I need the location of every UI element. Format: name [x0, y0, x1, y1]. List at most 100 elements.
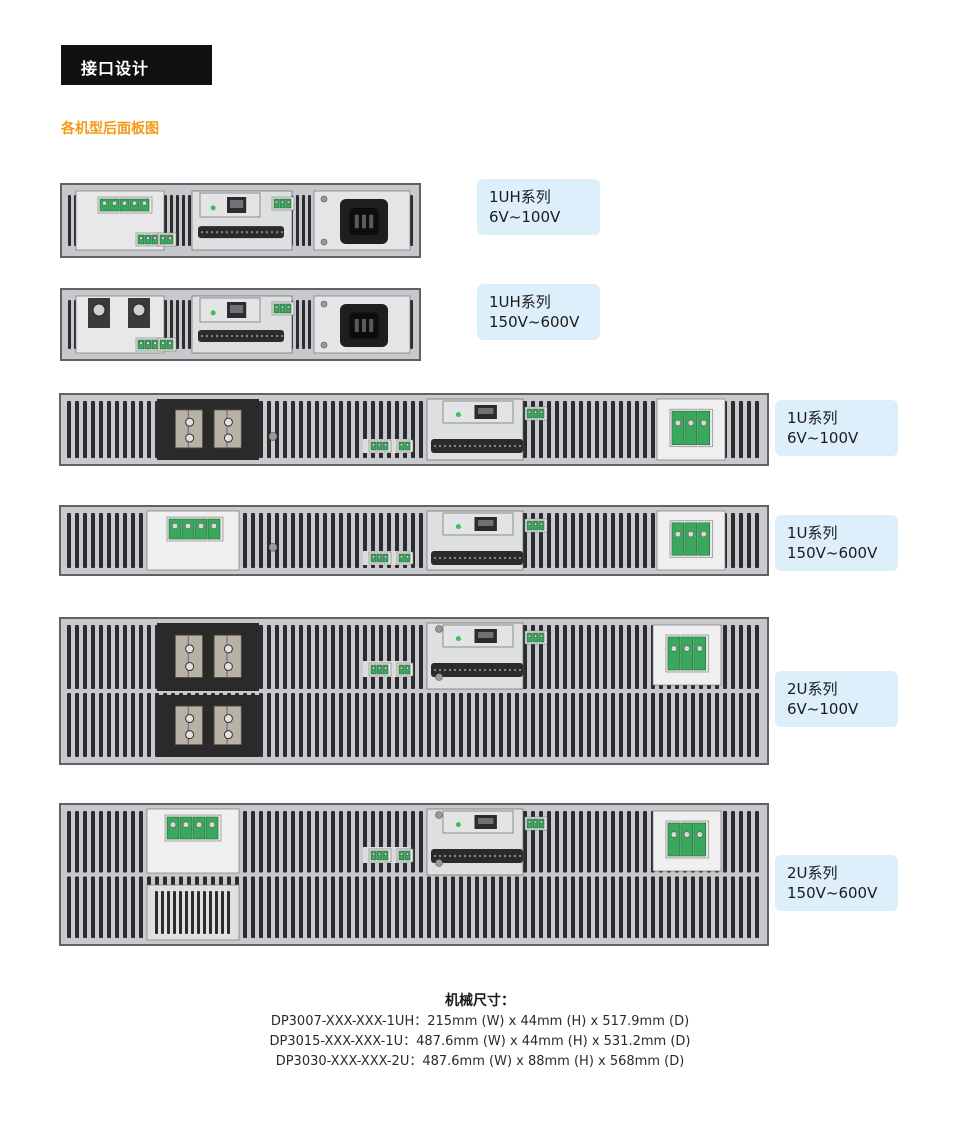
bolt-icon [185, 662, 195, 672]
vent-slot [563, 625, 567, 689]
terminal-block [684, 522, 698, 556]
connector-pin [449, 445, 451, 447]
vent-slot [595, 625, 599, 689]
busbar [213, 409, 229, 449]
vent-slot [139, 811, 143, 873]
vent-slot [355, 693, 359, 757]
vent-slot [579, 876, 583, 938]
terminal-screw [674, 419, 682, 427]
terminal-screw [405, 666, 410, 670]
vent-slot [91, 513, 95, 568]
terminal-screw [683, 831, 690, 838]
vent-slot [215, 891, 218, 934]
vent-slot [107, 811, 111, 873]
vent-slot [483, 876, 487, 938]
inlet-pin [354, 319, 359, 332]
terminal-screw [182, 821, 190, 828]
connector-pin [484, 445, 486, 447]
vent-slot [131, 513, 135, 568]
vent-slot [579, 401, 583, 458]
vent-slot [83, 693, 87, 757]
terminal-screw [533, 820, 538, 824]
vent-slot [291, 693, 295, 757]
inlet-pin [354, 214, 359, 229]
vent-slot [283, 625, 287, 689]
vent-slot [91, 625, 95, 689]
terminal-screw [142, 200, 147, 206]
terminal-block [693, 636, 707, 671]
vent-slot [411, 876, 415, 938]
terminal-screw [274, 200, 279, 204]
vent-slot [715, 693, 719, 757]
vent-slot [308, 300, 311, 349]
vent-slot [683, 693, 687, 757]
vent-slot [283, 693, 287, 757]
screw-icon [268, 542, 278, 552]
vent-slot [302, 300, 305, 349]
vent-slot [243, 811, 247, 873]
ethernet-jack [230, 305, 244, 313]
terminal-block [667, 822, 681, 857]
terminal-screw [687, 419, 694, 427]
vent-slot [755, 625, 759, 689]
connector-pin [454, 557, 456, 559]
vent-slot [355, 401, 359, 458]
connector-pin [266, 231, 268, 234]
vent-slot [176, 195, 179, 246]
bolt-icon [185, 730, 195, 740]
vent-slot [459, 876, 463, 938]
terminal-screw [280, 200, 285, 204]
rear-panel-image [61, 619, 767, 763]
vent-slot [75, 625, 79, 689]
vent-slot [419, 513, 423, 568]
vent-slot [707, 693, 711, 757]
vent-slot [347, 693, 351, 757]
series-label-1u: 1U系列 6V~100V [775, 400, 898, 456]
vent-slot [259, 811, 263, 873]
vent-slot [115, 811, 119, 873]
vent-slot [467, 693, 471, 757]
vent-slot [99, 693, 103, 757]
terminal-screw [399, 852, 404, 856]
bolt-icon [185, 644, 195, 654]
terminal-screw [696, 831, 703, 838]
connector-pin [231, 335, 233, 338]
vent-slot [107, 876, 111, 938]
connector-pin [444, 445, 446, 447]
connector-pin [266, 335, 268, 338]
vent-slot [595, 876, 599, 938]
vent-slot [355, 625, 359, 689]
vent-slot [459, 693, 463, 757]
terminal-screw [405, 555, 410, 559]
connector-pin [256, 335, 258, 338]
terminal-screw [670, 645, 678, 652]
terminal-screw [377, 852, 382, 856]
connector-pin [459, 855, 461, 857]
dc-output-cover [157, 623, 259, 691]
vent-slot [627, 513, 631, 568]
vent-slot [747, 401, 751, 458]
vent-slot [139, 513, 143, 568]
terminal-screw [383, 443, 388, 447]
vent-slot [259, 693, 263, 757]
terminal-screw [139, 236, 143, 240]
connector-pin [469, 557, 471, 559]
terminal-screw [527, 820, 532, 824]
terminal-screw [696, 645, 703, 652]
vent-slot [371, 693, 375, 757]
vent-slot [355, 513, 359, 568]
vent-slot [123, 876, 127, 938]
vent-slot [379, 625, 383, 689]
terminal-screw [533, 634, 538, 638]
bolt-icon [223, 644, 233, 654]
vent-slot [603, 876, 607, 938]
connector-pin [479, 445, 481, 447]
vent-slot [299, 811, 303, 873]
connector-pin [226, 335, 228, 338]
vent-slot [675, 876, 679, 938]
connector-pin [439, 855, 441, 857]
connector-pin [211, 335, 213, 338]
vent-slot [699, 693, 703, 757]
vent-slot [99, 401, 103, 458]
vent-slot [395, 693, 399, 757]
